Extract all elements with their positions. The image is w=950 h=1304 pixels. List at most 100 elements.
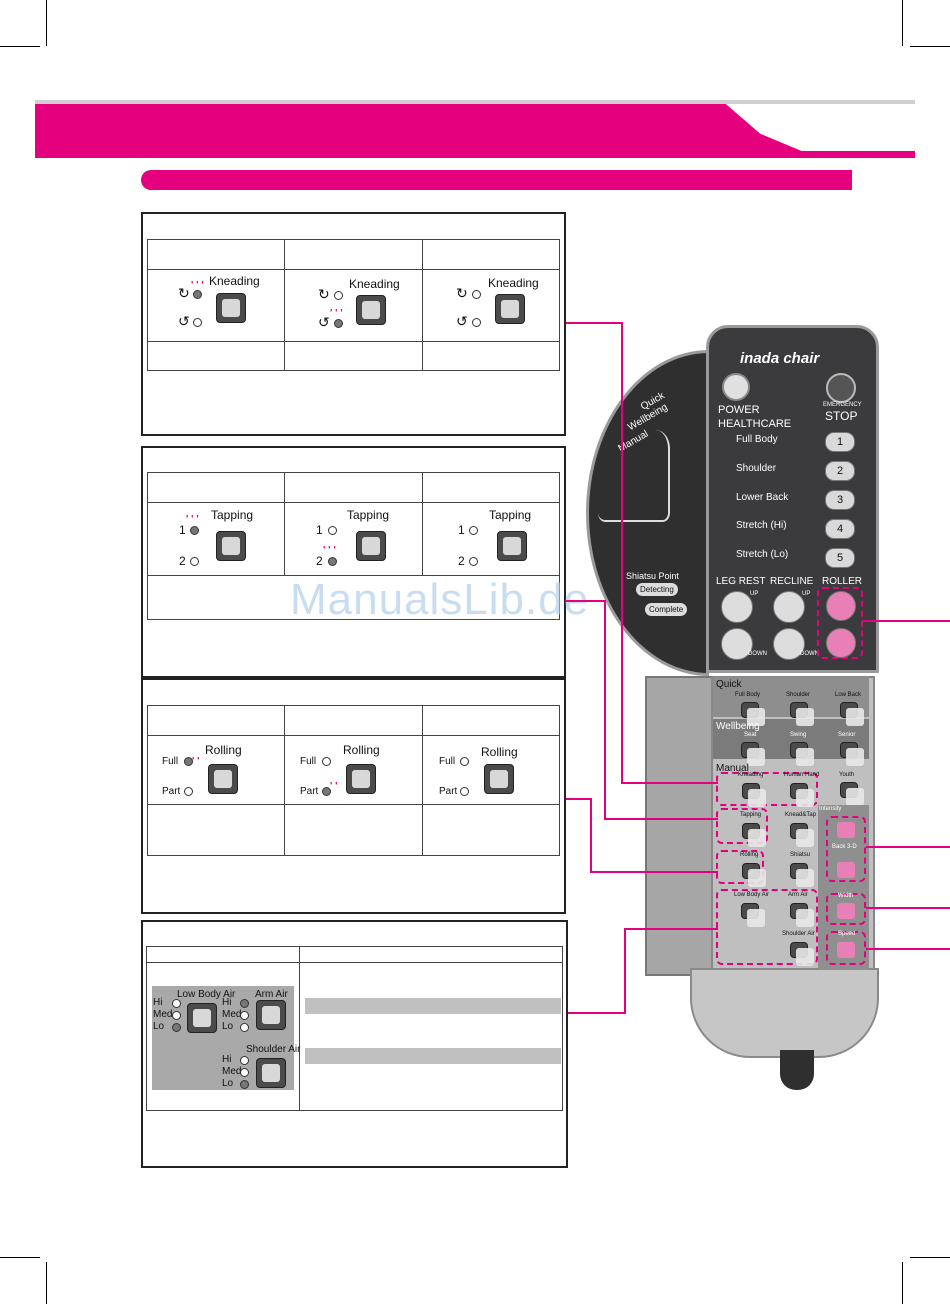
quick-shoulder-button[interactable]: [790, 702, 814, 726]
indicator-led: [460, 787, 469, 796]
tapping-level-1: 1: [179, 523, 186, 537]
kneading-label: Kneading: [488, 276, 539, 290]
program-5-button[interactable]: 5: [825, 548, 855, 568]
indicator-led: [184, 757, 193, 766]
recline-label: RECLINE: [770, 576, 814, 587]
up-label: UP: [802, 591, 811, 597]
program-4-button[interactable]: 4: [825, 519, 855, 539]
rolling-label: Rolling: [205, 743, 242, 757]
indicator-led: [469, 526, 478, 535]
tapping-level-1: 1: [316, 523, 323, 537]
leg-rest-label: LEG REST: [716, 576, 766, 587]
callout-line: [566, 322, 622, 324]
indicator-led: [240, 1011, 249, 1020]
emergency-stop-button[interactable]: [826, 373, 856, 403]
callout-line: [624, 928, 626, 1014]
intensity-minus-button[interactable]: [837, 862, 855, 878]
program-3-button[interactable]: 3: [825, 490, 855, 510]
manual-kneading-button[interactable]: [742, 783, 766, 807]
tapping-button: [356, 531, 386, 561]
kneading-table: [147, 239, 560, 371]
youth-label: Youth: [839, 772, 855, 778]
intensity-label: Intensity: [819, 806, 842, 812]
wellbeing-seat-button[interactable]: [741, 742, 765, 766]
emergency-label: EMERGENCY: [823, 402, 862, 408]
indicator-led: [240, 999, 249, 1008]
indicator-led: [190, 526, 199, 535]
blink-icon: ' ' ': [330, 308, 343, 319]
air-level-med: Med: [153, 1009, 173, 1020]
manual-rolling-button[interactable]: [742, 863, 766, 887]
wellbeing-senior-button[interactable]: [840, 742, 864, 766]
air-level-hi: Hi: [222, 1054, 232, 1065]
rolling-full-label: Full: [300, 756, 317, 767]
tapping-button: [497, 531, 527, 561]
recline-down-button[interactable]: [773, 628, 805, 660]
program-label: Full Body: [736, 434, 778, 445]
blink-icon: ' ': [330, 781, 338, 792]
manual-shiatsu-button[interactable]: [790, 863, 814, 887]
roller-up-button[interactable]: [826, 591, 856, 621]
indicator-led: [322, 787, 331, 796]
quick-low-back-button[interactable]: [840, 702, 864, 726]
shiatsu-point-label: Shiatsu Point: [626, 571, 680, 581]
kneading-highlight: [716, 772, 818, 806]
callout-line: [566, 600, 606, 602]
program-label: Lower Back: [736, 492, 789, 503]
wellbeing-youth-button[interactable]: [840, 782, 864, 806]
indicator-led: [172, 1023, 181, 1032]
leg-rest-up-button[interactable]: [721, 591, 753, 623]
callout-line: [566, 798, 592, 800]
manual-tapping-button[interactable]: [742, 823, 766, 847]
program-1-button[interactable]: 1: [825, 432, 855, 452]
quick-item-label: Low Back: [835, 692, 862, 698]
power-icon[interactable]: [722, 373, 750, 401]
intensity-plus-button[interactable]: [837, 822, 855, 838]
remote-arm-air-button[interactable]: [790, 903, 814, 927]
width-button[interactable]: [837, 903, 855, 919]
kneading-label: Kneading: [349, 277, 400, 291]
indicator-led: [334, 319, 343, 328]
rolling-part-label: Part: [300, 786, 319, 797]
indicator-led: [184, 787, 193, 796]
quick-full-body-button[interactable]: [741, 702, 765, 726]
blink-icon: ' ' ': [191, 280, 204, 291]
arm-air-remote-label: Arm Air: [788, 892, 808, 898]
kneading-label: Kneading: [209, 274, 260, 288]
kneading-button: [216, 293, 246, 323]
manual-human-hand-button[interactable]: [790, 783, 814, 807]
rotate-cw-icon: ↻: [456, 285, 468, 301]
leg-rest-down-button[interactable]: [721, 628, 753, 660]
remote-low-body-air-button[interactable]: [741, 903, 765, 927]
roller-down-button[interactable]: [826, 628, 856, 658]
gray-bar: [305, 998, 561, 1014]
quick-item-label: Shoulder: [786, 692, 811, 698]
indicator-led: [322, 757, 331, 766]
wellbeing-swing-button[interactable]: [790, 742, 814, 766]
manual-item-label: Tapping: [740, 812, 762, 818]
header-bottom-rule: [35, 151, 915, 158]
rolling-full-label: Full: [162, 756, 179, 767]
power-label: POWER: [718, 404, 760, 416]
rolling-button: [346, 764, 376, 794]
indicator-led: [460, 757, 469, 766]
quick-section-label: Quick: [716, 679, 742, 690]
air-level-lo: Lo: [222, 1078, 234, 1089]
blink-icon: ' ' ': [186, 514, 199, 525]
low-body-air-remote-label: Low Body Air: [734, 892, 770, 898]
manual-item-label: Shiatsu: [790, 852, 811, 858]
rolling-label: Rolling: [343, 743, 380, 757]
remote-cord: [780, 1050, 814, 1090]
recline-up-button[interactable]: [773, 591, 805, 623]
remote-shoulder-air-button[interactable]: [790, 942, 814, 966]
speed-button[interactable]: [837, 942, 855, 958]
detecting-indicator: Detecting: [636, 583, 678, 596]
program-label: Stretch (Hi): [736, 520, 787, 531]
manual-knead-tap-button[interactable]: [790, 823, 814, 847]
rotate-ccw-icon: ↺: [318, 314, 330, 330]
blink-icon: ' ': [192, 756, 200, 767]
wellbeing-item-label: Seat: [744, 732, 757, 738]
callout-line: [604, 818, 718, 820]
width-highlight: [826, 893, 866, 925]
program-2-button[interactable]: 2: [825, 461, 855, 481]
